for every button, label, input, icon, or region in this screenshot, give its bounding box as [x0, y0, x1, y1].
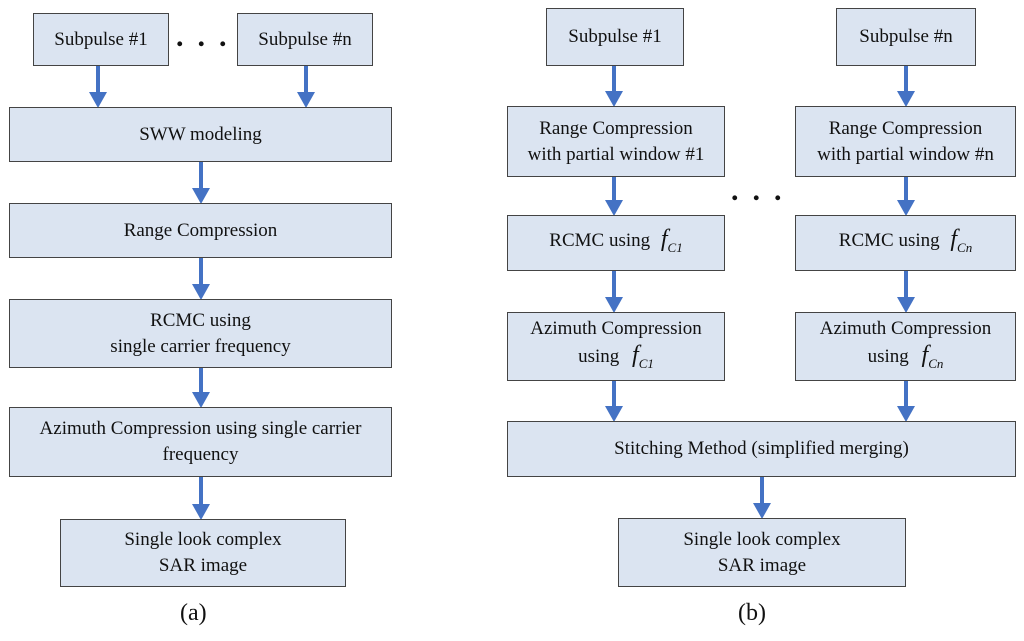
rcmc-n-label: RCMC using fCn: [839, 226, 972, 261]
arrowhead: [192, 188, 210, 204]
subpulse-n-box-b: Subpulse #n: [836, 8, 976, 66]
subpulse-1-label: Subpulse #1: [54, 28, 148, 50]
slc-label-line1: Single look complex: [124, 529, 282, 550]
arrowhead: [897, 297, 915, 313]
rcmc-label-line2: single carrier frequency: [110, 335, 291, 357]
f-symbol: f: [632, 342, 639, 368]
azimuth-prefix: using: [867, 346, 909, 367]
arrowhead: [605, 297, 623, 313]
arrowhead: [192, 392, 210, 408]
rcmc-label-line1: RCMC using: [150, 309, 251, 331]
rcmc-prefix: RCMC using: [549, 229, 651, 251]
arrowhead: [605, 406, 623, 422]
azimuth-1-line2: using fC1: [578, 342, 654, 377]
arrowhead: [753, 503, 771, 519]
arrowhead: [192, 284, 210, 300]
azimuth-1-line1: Azimuth Compression: [530, 318, 702, 339]
f-subscript: C1: [638, 356, 654, 371]
arrowhead: [192, 504, 210, 520]
rangen-label-line1: Range Compression: [828, 117, 983, 139]
stitching-label: Stitching Method (simplified merging): [614, 438, 909, 459]
range-compression-n-box: Range Compression with partial window #n: [795, 106, 1016, 177]
azimuth-n-box: Azimuth Compression using fCn: [795, 312, 1016, 381]
arrowhead: [605, 200, 623, 216]
arrowhead: [605, 91, 623, 107]
rcmc-n-box: RCMC using fCn: [795, 215, 1016, 271]
arrowhead: [897, 406, 915, 422]
range-compression-box-a: Range Compression: [9, 203, 392, 258]
range-compression-1-box: Range Compression with partial window #1: [507, 106, 725, 177]
stitching-method-box: Stitching Method (simplified merging): [507, 421, 1016, 477]
arrowhead: [89, 92, 107, 108]
arrowhead: [297, 92, 315, 108]
slc-box-b: Single look complex SAR image: [618, 518, 906, 587]
azimuth-n-line1: Azimuth Compression: [819, 318, 992, 339]
rcmc-box-a: RCMC using single carrier frequency: [9, 299, 392, 368]
subpulse-1-label: Subpulse #1: [568, 26, 662, 47]
slc-label-line1: Single look complex: [683, 528, 841, 550]
subpulse-n-box-a: Subpulse #n: [237, 13, 373, 66]
azimuth-1-box: Azimuth Compression using fC1: [507, 312, 725, 381]
rcmc-1-label: RCMC using fC1: [549, 226, 682, 261]
arrowhead: [897, 200, 915, 216]
subpulse-n-label: Subpulse #n: [258, 28, 352, 50]
azimuth-compression-box-a: Azimuth Compression using single carrier…: [9, 407, 392, 477]
ellipsis-a: ...: [176, 20, 241, 53]
subpulse-1-box-b: Subpulse #1: [546, 8, 684, 66]
f-subscript: C1: [667, 239, 683, 255]
range1-label-line1: Range Compression: [539, 117, 693, 139]
sww-modeling-box: SWW modeling: [9, 107, 392, 162]
caption-a: (a): [180, 600, 207, 626]
caption-b: (b): [738, 600, 766, 626]
f-symbol: f: [660, 225, 668, 252]
f-subscript: Cn: [957, 239, 973, 255]
rcmc-prefix: RCMC using: [838, 229, 940, 251]
azimuth-label-line1: Azimuth Compression using single carrier: [39, 418, 362, 439]
subpulse-1-box-a: Subpulse #1: [33, 13, 169, 66]
subpulse-n-label: Subpulse #n: [859, 26, 953, 47]
azimuth-n-line2: using fCn: [868, 342, 944, 377]
arrowhead: [897, 91, 915, 107]
azimuth-label-line2: frequency: [162, 444, 239, 465]
rangen-label-line2: with partial window #n: [817, 143, 994, 165]
slc-label-line2: SAR image: [717, 554, 807, 576]
azimuth-prefix: using: [578, 346, 620, 367]
f-subscript: Cn: [928, 356, 944, 371]
f-symbol: f: [921, 342, 929, 368]
slc-label-line2: SAR image: [158, 555, 248, 576]
ellipsis-b: ...: [731, 174, 796, 207]
f-symbol: f: [950, 225, 958, 252]
slc-box-a: Single look complex SAR image: [60, 519, 346, 587]
sww-modeling-label: SWW modeling: [139, 123, 262, 145]
range1-label-line2: with partial window #1: [527, 143, 705, 165]
rcmc-1-box: RCMC using fC1: [507, 215, 725, 271]
range-compression-label: Range Compression: [123, 219, 278, 241]
